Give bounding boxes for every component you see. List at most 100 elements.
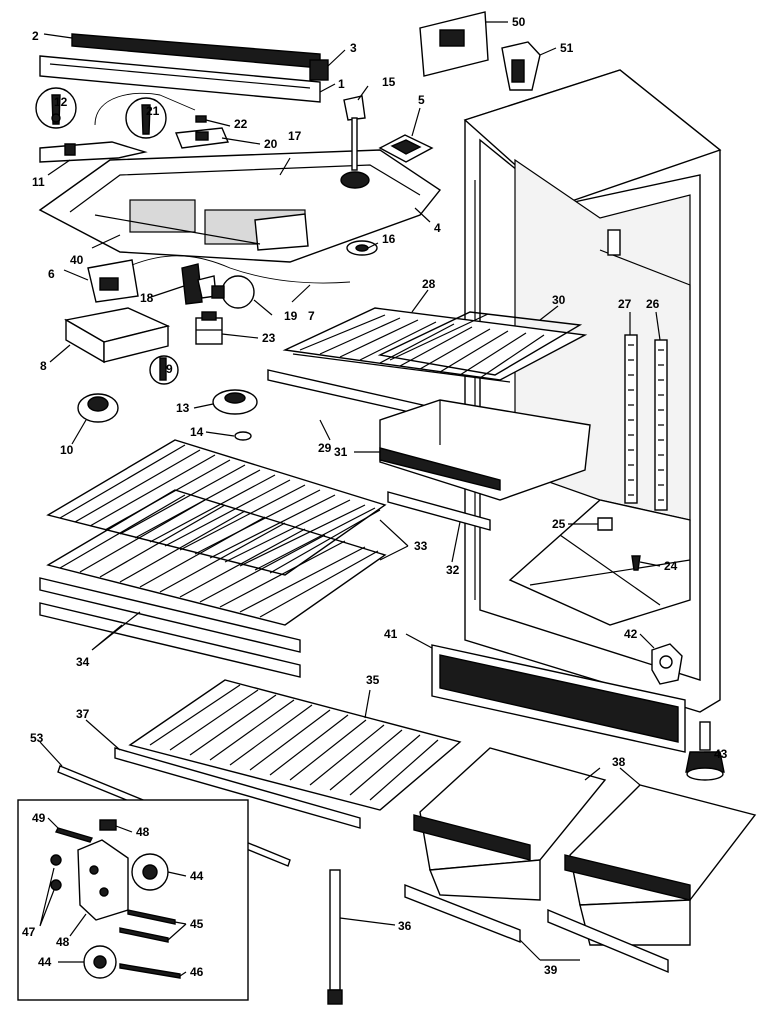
callout-13: 13 [176, 401, 190, 415]
crisper-drawer-38a [413, 747, 607, 901]
callout-14: 14 [190, 425, 204, 439]
callout-40: 40 [70, 253, 84, 267]
callout-26: 26 [646, 297, 660, 311]
leader-lines [39, 21, 710, 977]
bracket-11 [39, 141, 148, 163]
callout-28: 28 [422, 277, 436, 291]
crisper-cover-35 [128, 679, 462, 811]
callout-30: 30 [552, 293, 566, 307]
washer-16 [346, 240, 378, 256]
air-damper-15 [340, 95, 370, 189]
cover-trim-37 [114, 747, 361, 829]
shelf-rail-27 [624, 334, 638, 504]
plate-20 [175, 127, 230, 149]
relay-23 [195, 311, 223, 345]
callout-1: 1 [338, 77, 345, 91]
mounting-plate-51 [419, 11, 489, 77]
callout-27: 27 [618, 297, 632, 311]
callout-16: 16 [382, 232, 396, 246]
callout-18: 18 [140, 291, 154, 305]
callout-17: 17 [288, 129, 302, 143]
callout-19: 19 [284, 309, 298, 323]
crisper-drawer-38b [564, 784, 757, 946]
callout-34: 34 [76, 655, 90, 669]
callout-29: 29 [318, 441, 332, 455]
callout-7: 7 [308, 309, 315, 323]
screw-24 [631, 555, 641, 571]
fan-blade-10 [77, 393, 119, 423]
callout-47: 47 [22, 925, 36, 939]
callout-6: 6 [48, 267, 55, 281]
thermostat-6 [87, 255, 351, 303]
callout-4: 4 [434, 221, 441, 235]
wire-shelf-33 [46, 439, 387, 626]
fan-13 [212, 389, 258, 415]
callout-21: 21 [146, 104, 160, 118]
thermostat-knob-12 [35, 87, 77, 129]
refrigerator-cabinet [463, 69, 722, 713]
ice-tray-31 [379, 399, 591, 501]
light-bulb-19 [211, 275, 255, 309]
kickplate-grille-41 [431, 644, 686, 753]
callout-24: 24 [664, 559, 678, 573]
endcap-3 [309, 59, 329, 81]
callout-22: 22 [234, 117, 248, 131]
callout-41: 41 [384, 627, 398, 641]
callout-33: 33 [414, 539, 428, 553]
roller-assembly-inset [17, 799, 249, 1001]
callout-42: 42 [624, 627, 638, 641]
callout-49: 48 [136, 825, 150, 839]
drain-tube-36 [327, 869, 343, 1005]
drawer-trim-39 [404, 883, 669, 974]
callout-36: 36 [398, 919, 412, 933]
callout-12: 12 [54, 95, 68, 109]
callout-44-upper: 44 [190, 869, 204, 883]
callout-46: 46 [190, 965, 204, 979]
callout-25: 25 [552, 517, 566, 531]
clip-25 [597, 517, 613, 531]
hinge-bracket-42 [651, 643, 683, 685]
callout-3: 3 [350, 41, 357, 55]
clip-52 [501, 41, 541, 91]
callout-2: 2 [32, 29, 39, 43]
callout-8: 8 [40, 359, 47, 373]
control-knob-21 [125, 97, 167, 139]
callout-50: 49 [32, 811, 46, 825]
callout-23: 23 [262, 331, 276, 345]
callout-51: 50 [512, 15, 526, 29]
callout-11: 11 [32, 175, 45, 189]
callout-labels: 2 3 1 15 5 4 16 17 20 22 12 21 11 40 6 1… [22, 15, 728, 979]
callout-20: 20 [264, 137, 278, 151]
freezer-shelf-28 [282, 307, 588, 383]
callout-32: 32 [446, 563, 460, 577]
callout-5: 5 [418, 93, 425, 107]
control-panel-liner-17 [38, 149, 442, 263]
housing-8 [64, 307, 171, 364]
freezer-shelf-30 [377, 311, 583, 376]
cap-5 [378, 134, 434, 163]
callout-53: 53 [30, 731, 44, 745]
washer-14 [234, 431, 252, 441]
callout-9: 9 [166, 362, 173, 376]
callout-37: 37 [76, 707, 90, 721]
callout-35: 35 [366, 673, 380, 687]
shelf-rail-26 [654, 339, 668, 511]
callout-38: 38 [612, 755, 626, 769]
switch-22 [195, 115, 207, 123]
leveling-leg-43 [685, 721, 725, 781]
callout-39: 39 [544, 963, 558, 977]
callout-45: 45 [190, 917, 204, 931]
pan-trim-32 [387, 491, 491, 531]
callout-52: 51 [560, 41, 574, 55]
callout-31: 31 [334, 445, 348, 459]
callout-48: 48 [56, 935, 70, 949]
shelf-trim-34 [39, 577, 301, 678]
front-rail-1 [39, 55, 321, 103]
screw-9 [149, 355, 179, 385]
callout-44-lower: 44 [38, 955, 52, 969]
callout-43: 43 [714, 747, 728, 761]
callout-15: 15 [382, 75, 396, 89]
callout-10: 10 [60, 443, 74, 457]
light-socket-18 [181, 263, 217, 305]
